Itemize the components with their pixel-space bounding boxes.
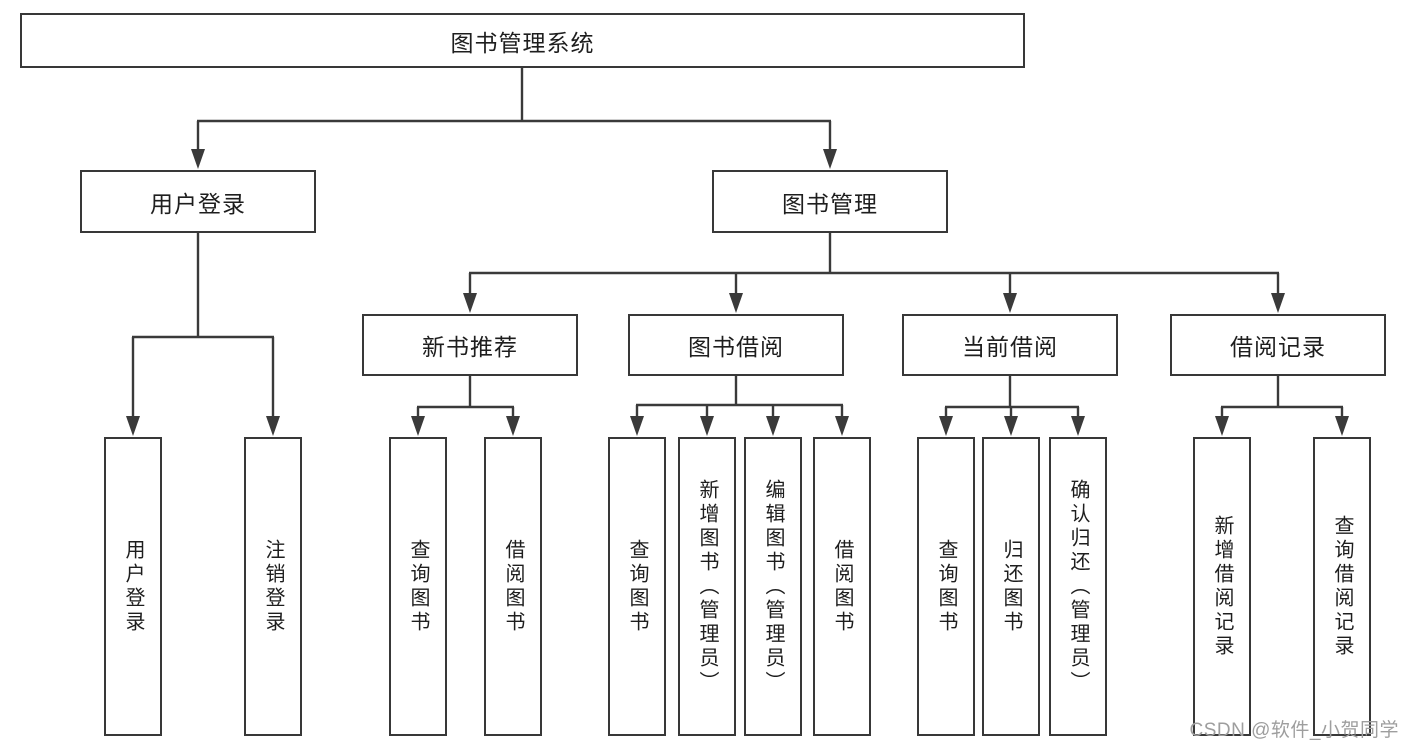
arrowhead-icon xyxy=(411,416,425,436)
node-box-logout: 注销登录 xyxy=(244,437,302,736)
node-box-query-books-borrowing: 查询图书 xyxy=(608,437,666,736)
arrowhead-icon xyxy=(630,416,644,436)
node-label: 用户登录 xyxy=(122,538,144,635)
arrowhead-icon xyxy=(191,149,205,169)
node-label: 图书借阅 xyxy=(688,334,784,360)
node-box-root: 图书管理系统 xyxy=(20,13,1025,68)
arrowhead-icon xyxy=(835,416,849,436)
node-label: 借阅记录 xyxy=(1230,334,1326,360)
node-label: 确认归还（管理员） xyxy=(1067,478,1089,695)
csdn-watermark: CSDN @软件_小贺同学 xyxy=(1189,720,1399,741)
node-box-current-borrowing: 当前借阅 xyxy=(902,314,1118,376)
node-box-query-books-current: 查询图书 xyxy=(917,437,975,736)
arrowhead-icon xyxy=(1003,293,1017,313)
arrowhead-icon xyxy=(1215,416,1229,436)
node-label: 查询图书 xyxy=(935,538,957,635)
arrowhead-icon xyxy=(463,293,477,313)
node-label: 用户登录 xyxy=(150,190,246,217)
node-box-user-login: 用户登录 xyxy=(80,170,316,233)
arrowhead-icon xyxy=(126,416,140,436)
node-box-query-borrow-record: 查询借阅记录 xyxy=(1313,437,1371,736)
node-label: 图书管理系统 xyxy=(450,29,595,56)
arrowhead-icon xyxy=(823,149,837,169)
node-label: 图书管理 xyxy=(782,190,878,217)
arrowhead-icon xyxy=(1335,416,1349,436)
node-label: 新增图书（管理员） xyxy=(696,478,718,695)
arrowhead-icon xyxy=(266,416,280,436)
arrowhead-icon xyxy=(766,416,780,436)
node-box-book-management: 图书管理 xyxy=(712,170,948,233)
connector-book-management-to-level3 xyxy=(463,233,1285,313)
node-label: 注销登录 xyxy=(262,538,284,635)
node-label: 新增借阅记录 xyxy=(1211,514,1233,659)
arrowhead-icon xyxy=(729,293,743,313)
node-box-borrow-books-borrowing: 借阅图书 xyxy=(813,437,871,736)
node-box-edit-books-admin: 编辑图书（管理员） xyxy=(744,437,802,736)
connector-current-borrowing-to-children xyxy=(939,376,1085,436)
node-label: 借阅图书 xyxy=(502,538,524,635)
node-box-add-books-admin: 新增图书（管理员） xyxy=(678,437,736,736)
node-box-query-books-recommend: 查询图书 xyxy=(389,437,447,736)
connector-new-book-recommendation-to-children xyxy=(411,376,520,436)
node-label: 当前借阅 xyxy=(962,334,1058,360)
connector-borrowing-records-to-children xyxy=(1215,376,1349,436)
node-box-add-borrow-record: 新增借阅记录 xyxy=(1193,437,1251,736)
arrowhead-icon xyxy=(939,416,953,436)
node-box-return-books: 归还图书 xyxy=(982,437,1040,736)
node-box-borrow-books-recommend: 借阅图书 xyxy=(484,437,542,736)
node-label: 归还图书 xyxy=(1000,538,1022,635)
arrowhead-icon xyxy=(1004,416,1018,436)
node-label: 借阅图书 xyxy=(831,538,853,635)
node-box-confirm-return-admin: 确认归还（管理员） xyxy=(1049,437,1107,736)
node-label: 查询图书 xyxy=(407,538,429,635)
connector-user-login-to-children xyxy=(126,233,280,436)
node-label: 查询借阅记录 xyxy=(1331,514,1353,659)
node-box-borrowing-records: 借阅记录 xyxy=(1170,314,1386,376)
node-label: 新书推荐 xyxy=(422,334,518,360)
node-box-user-login-action: 用户登录 xyxy=(104,437,162,736)
arrowhead-icon xyxy=(1271,293,1285,313)
node-label: 查询图书 xyxy=(626,538,648,635)
connector-root-to-level2 xyxy=(191,68,837,169)
arrowhead-icon xyxy=(506,416,520,436)
node-box-book-borrowing: 图书借阅 xyxy=(628,314,844,376)
connector-book-borrowing-to-children xyxy=(630,376,849,436)
arrowhead-icon xyxy=(700,416,714,436)
node-box-new-book-recommendation: 新书推荐 xyxy=(362,314,578,376)
arrowhead-icon xyxy=(1071,416,1085,436)
node-label: 编辑图书（管理员） xyxy=(762,478,784,695)
